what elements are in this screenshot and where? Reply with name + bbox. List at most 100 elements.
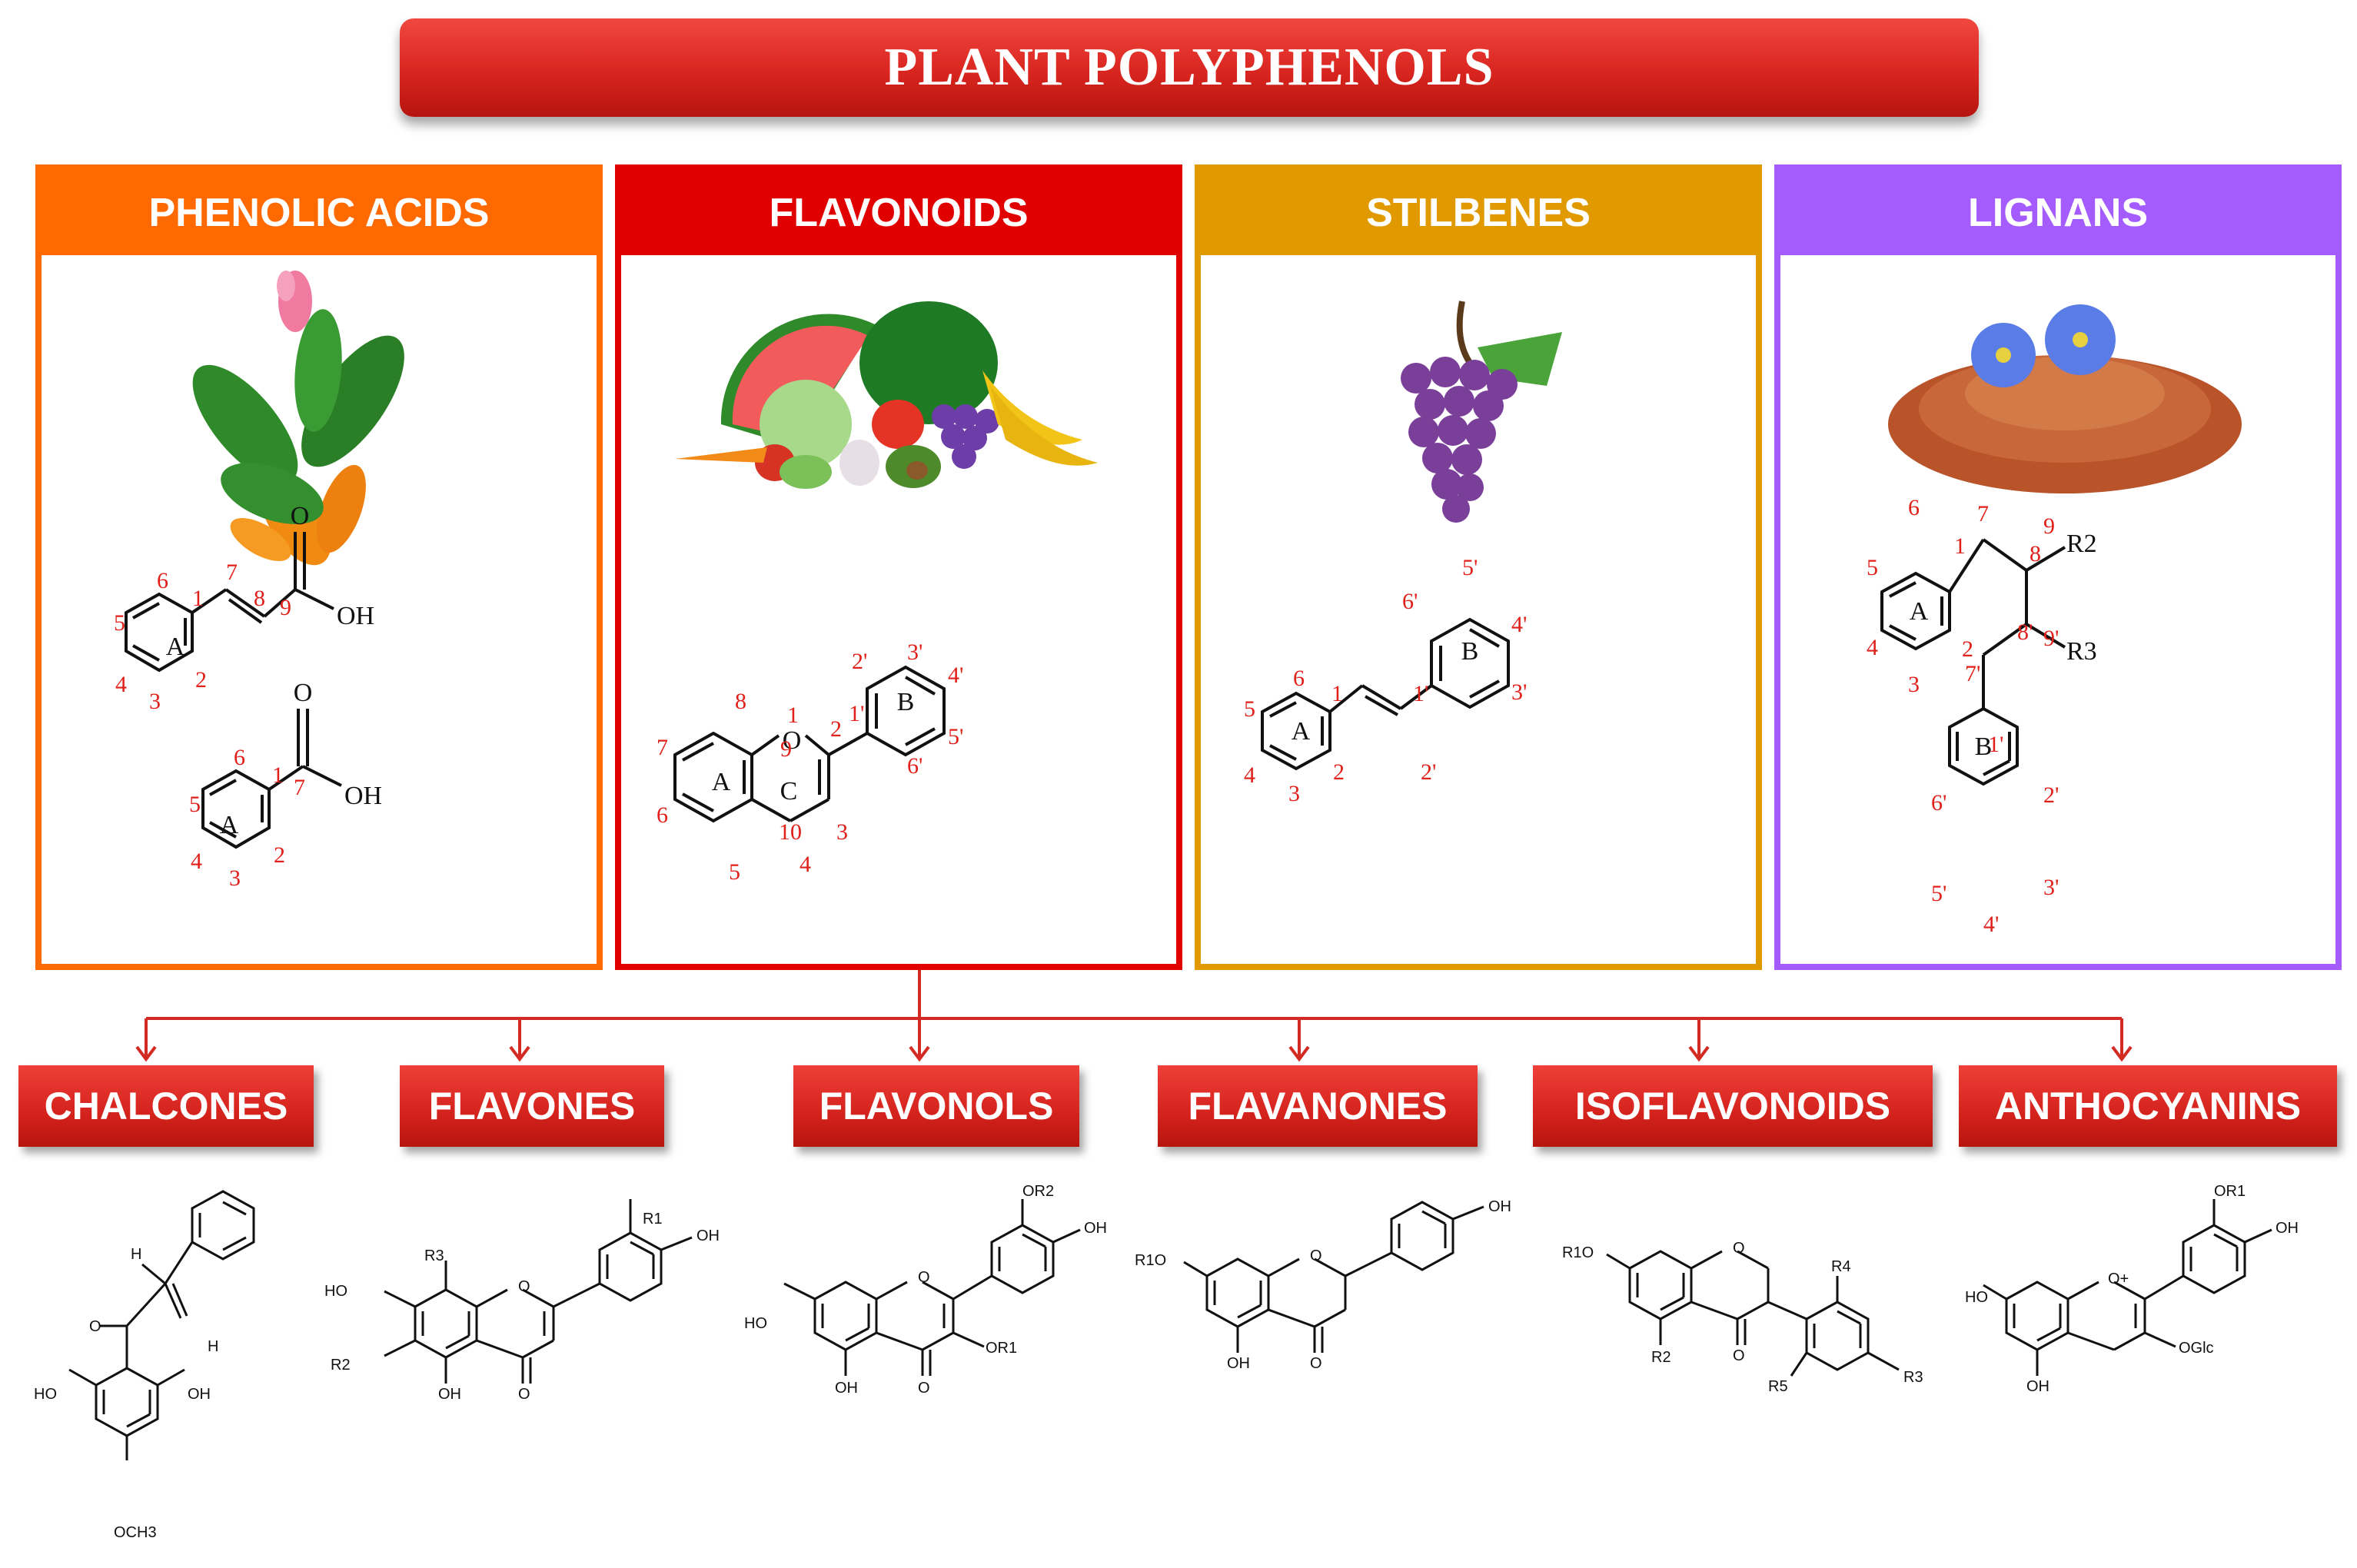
isoflavonoid-r5-label: R5 [1768,1378,1788,1395]
subclass-flavones: FLAVONES [400,1065,664,1147]
svg-text:4: 4 [191,849,202,874]
flavanone-oh-label: OH [1227,1355,1250,1372]
isoflavonoid-o-label: O [1733,1240,1745,1257]
flavonol-or1-label: OR1 [986,1340,1017,1357]
svg-text:3: 3 [836,819,848,845]
flavonol-oh-label-2: OH [1084,1220,1107,1237]
chalcone-o-label: O [89,1318,101,1335]
svg-text:7: 7 [657,735,668,760]
phenolic-acids-illustration: A O OH 61 54 32 78 9 A O OH 61 54 32 7 [114,271,404,891]
anthocyanin-oxonium-label: O+ [2108,1271,2129,1287]
chalcone-och3-label: OCH3 [114,1524,157,1541]
ring-oxygen-label: O [783,726,802,755]
svg-text:6: 6 [1908,495,1920,520]
ring-b-label-2: B [1461,637,1479,666]
panel-heading-stilbenes: STILBENES [1201,171,1756,255]
svg-text:8: 8 [254,586,265,611]
flavonol-or2-label: OR2 [1022,1183,1054,1200]
svg-text:4: 4 [1244,762,1255,788]
svg-text:5: 5 [1867,555,1878,580]
oh-label: OH [337,602,374,630]
svg-text:2: 2 [830,716,842,742]
svg-text:2': 2' [852,649,867,674]
svg-text:6: 6 [1293,666,1305,691]
isoflavonoid-structure [1606,1250,1900,1377]
svg-text:5: 5 [189,792,201,817]
svg-text:5: 5 [729,859,740,885]
svg-text:1: 1 [1331,681,1343,706]
flavone-r1-label: R1 [643,1211,663,1227]
svg-text:7': 7' [1965,661,1980,686]
svg-text:3': 3' [1511,679,1527,705]
isoflavonoid-r1o-label: R1O [1562,1244,1594,1261]
anthocyanin-oh-label: OH [2026,1378,2049,1395]
flaxseed-icon [1888,304,2242,493]
svg-text:2': 2' [1421,759,1436,785]
svg-text:1': 1' [1413,681,1428,706]
svg-text:4: 4 [115,672,127,697]
panel-phenolic-acids: PHENOLIC ACIDS A O [35,164,603,970]
svg-text:8: 8 [2030,541,2041,566]
chalcone-oh-label: OH [188,1386,211,1403]
flavanone-r1o-label: R1O [1135,1252,1166,1269]
anthocyanin-ho-label: HO [1965,1289,1988,1306]
isoflavonoid-r2-label: R2 [1651,1349,1671,1366]
subclass-flavanones: FLAVANONES [1158,1065,1478,1147]
svg-text:9: 9 [2043,513,2055,539]
svg-text:6': 6' [907,753,923,779]
svg-text:1: 1 [1954,533,1966,559]
flavanone-o-label: O [1310,1247,1322,1264]
svg-text:1': 1' [849,701,864,726]
flavan-backbone-structure [673,665,946,823]
ring-a-label-3: A [712,768,731,796]
anthocyanin-oh-label-2: OH [2276,1220,2299,1237]
flavone-o-label-2: O [518,1386,530,1403]
flavonol-ho-label: HO [744,1315,767,1332]
svg-text:2: 2 [195,667,207,693]
svg-text:7: 7 [294,775,305,800]
svg-text:1': 1' [1988,732,2003,757]
svg-text:9: 9 [280,595,291,620]
ring-c-label: C [780,777,798,806]
svg-text:9: 9 [780,736,792,762]
svg-text:6: 6 [657,802,668,828]
svg-text:8': 8' [2017,620,2033,645]
turmeric-plant-icon [192,271,404,566]
svg-text:4': 4' [1511,612,1527,637]
flavone-r2-label: R2 [331,1357,351,1374]
r2-substituent-label: R2 [2066,530,2097,558]
lignans-illustration: A B R2 R3 61 54 32 78 99' 8'7' 1'2' 3'4'… [1867,304,2242,937]
chalcone-ho-label: HO [34,1386,57,1403]
svg-text:5': 5' [948,724,963,749]
flavonol-o-label: O [918,1269,930,1286]
svg-text:1: 1 [787,703,799,728]
flavone-o-label: O [518,1278,530,1295]
svg-text:5': 5' [1462,555,1478,580]
oh-label-2: OH [344,782,382,810]
svg-text:1: 1 [192,586,204,611]
isoflavonoid-r3-label: R3 [1903,1369,1923,1386]
svg-text:1: 1 [272,762,284,788]
svg-text:6: 6 [234,745,245,770]
subclass-flavonols: FLAVONOLS [793,1065,1079,1147]
panel-lignans: LIGNANS A B [1774,164,2342,970]
flavonoids-illustration: O A C B 87 65 43 910 12 1'2' 3'4' 5'6' [657,301,1098,885]
flavone-ho-label: HO [324,1283,347,1300]
subclass-anthocyanins: ANTHOCYANINS [1959,1065,2337,1147]
flavanone-oh-label-2: OH [1488,1198,1511,1215]
flavone-structure [384,1199,693,1384]
carbonyl-o-label: O [291,502,310,530]
isoflavonoid-r4-label: R4 [1831,1258,1851,1275]
svg-text:2: 2 [274,842,285,868]
chalcone-h-label: H [131,1246,141,1263]
panel-heading-lignans: LIGNANS [1780,171,2335,255]
grapes-icon [1401,301,1562,523]
svg-text:5': 5' [1931,881,1946,906]
flavanone-o-label-2: O [1310,1355,1322,1372]
cinnamic-acid-structure [125,532,334,673]
anthocyanin-structure [1983,1199,2272,1376]
svg-text:9': 9' [2043,626,2059,651]
benzoic-acid-structure [201,709,342,849]
anthocyanin-oglc-label: OGlc [2179,1340,2214,1357]
svg-text:2: 2 [1962,636,1973,662]
